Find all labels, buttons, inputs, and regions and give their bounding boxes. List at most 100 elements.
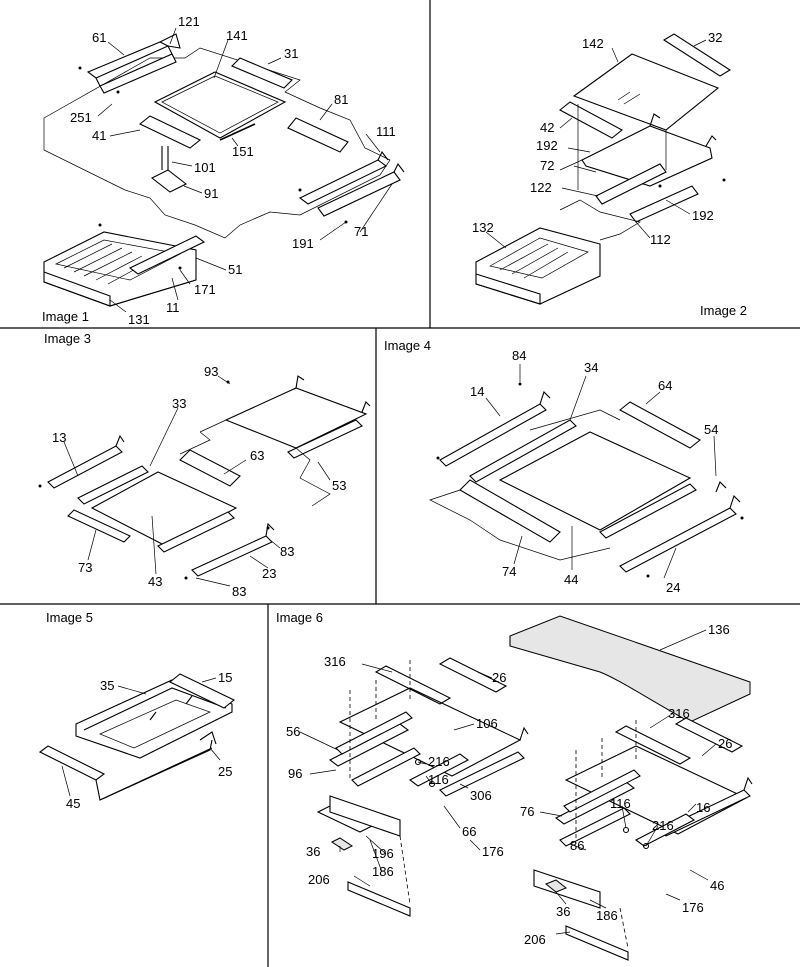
panel-title: Image 4 — [384, 338, 431, 353]
trim-15 — [168, 673, 236, 709]
part-label: 54 — [704, 422, 718, 437]
part-label: 132 — [472, 220, 494, 235]
part-label: 33 — [172, 396, 186, 411]
part-label: 51 — [228, 262, 242, 277]
part-label: 206 — [524, 932, 546, 947]
glass-142 — [572, 53, 720, 131]
part-label: 73 — [78, 560, 92, 575]
part-label: 111 — [376, 124, 396, 139]
part-label: 216 — [428, 754, 450, 769]
part-label: 76 — [520, 804, 534, 819]
part-label: 122 — [530, 180, 552, 195]
trim-74 — [459, 479, 561, 543]
panel-image-4: Image 4 84 34 14 64 54 — [384, 338, 744, 595]
drawer-131 — [43, 231, 197, 307]
part-label: 101 — [194, 160, 216, 175]
part-label: 316 — [324, 654, 346, 669]
part-label: 136 — [708, 622, 730, 637]
frame-33 — [77, 465, 149, 505]
trim-122 — [595, 163, 667, 205]
part-label: 35 — [100, 678, 114, 693]
part-label: 142 — [582, 36, 604, 51]
panel-image-6: Image 6 — [276, 610, 753, 961]
part-label: 74 — [502, 564, 516, 579]
trim-32 — [662, 33, 732, 77]
part-label: 23 — [262, 566, 276, 581]
part-label: 36 — [556, 904, 570, 919]
part-label: 106 — [476, 716, 498, 731]
leader-lines — [97, 27, 393, 313]
part-label: 116 — [428, 772, 449, 787]
panel-title: Image 6 — [276, 610, 323, 625]
part-label: 34 — [584, 360, 598, 375]
part-label: 186 — [372, 864, 394, 879]
glass-141 — [153, 71, 287, 139]
part-label: 43 — [148, 574, 162, 589]
part-label: 36 — [306, 844, 320, 859]
panel-image-1: Image 1 — [42, 14, 405, 327]
panel-title: Image 1 — [42, 309, 89, 324]
part-label: 206 — [308, 872, 330, 887]
panel-image-5: Image 5 35 15 45 25 — [38, 610, 236, 811]
part-label: 86 — [570, 838, 584, 853]
slide-192 — [629, 185, 699, 223]
part-label: 83 — [232, 584, 246, 599]
rail-34 — [469, 419, 577, 483]
part-label: 192 — [692, 208, 714, 223]
rail-14 — [439, 403, 547, 467]
part-label: 81 — [334, 92, 348, 107]
part-label: 24 — [666, 580, 680, 595]
right-drawer-frame — [533, 717, 753, 961]
part-label: 25 — [218, 764, 232, 779]
part-label: 141 — [226, 28, 248, 43]
part-label: 83 — [280, 544, 294, 559]
trim-42 — [559, 101, 623, 139]
trim-64 — [619, 401, 701, 449]
rail-24 — [619, 507, 737, 573]
trim-81 — [287, 117, 349, 153]
part-label: 131 — [128, 312, 150, 327]
part-label: 56 — [286, 724, 300, 739]
drawer-132 — [475, 227, 601, 305]
part-label: 196 — [372, 846, 394, 861]
panel-title: Image 3 — [44, 331, 91, 346]
trim-63 — [179, 449, 241, 487]
part-label: 15 — [218, 670, 232, 685]
part-label: 13 — [52, 430, 66, 445]
part-label: 26 — [718, 736, 732, 751]
part-label: 72 — [540, 158, 554, 173]
part-label: 71 — [354, 224, 368, 239]
rail-23 — [191, 535, 273, 577]
left-drawer-frame — [316, 657, 529, 917]
part-label: 96 — [288, 766, 302, 781]
part-label: 84 — [512, 348, 526, 363]
part-label: 26 — [492, 670, 506, 685]
part-label: 151 — [232, 144, 254, 159]
panel-title: Image 2 — [700, 303, 747, 318]
cover-136 — [509, 615, 751, 723]
part-label: 176 — [482, 844, 504, 859]
part-label: 251 — [70, 110, 92, 125]
rail-61 — [86, 33, 181, 94]
trim-45 — [38, 745, 106, 781]
part-label: 14 — [470, 384, 484, 399]
panel-title: Image 5 — [46, 610, 93, 625]
part-label: 16 — [696, 800, 710, 815]
part-label: 112 — [650, 232, 671, 247]
part-label: 93 — [204, 364, 218, 379]
part-label: 11 — [166, 300, 180, 315]
part-label: 121 — [178, 14, 200, 29]
clip-91 — [150, 169, 188, 193]
part-label: 46 — [710, 878, 724, 893]
part-label: 192 — [536, 138, 558, 153]
part-label: 176 — [682, 900, 704, 915]
rail-111 — [298, 150, 405, 217]
panel-image-2: Image 2 — [472, 30, 747, 318]
part-label: 45 — [66, 796, 80, 811]
part-label: 61 — [92, 30, 106, 45]
part-label: 306 — [470, 788, 492, 803]
part-label: 91 — [204, 186, 218, 201]
part-label: 316 — [668, 706, 690, 721]
